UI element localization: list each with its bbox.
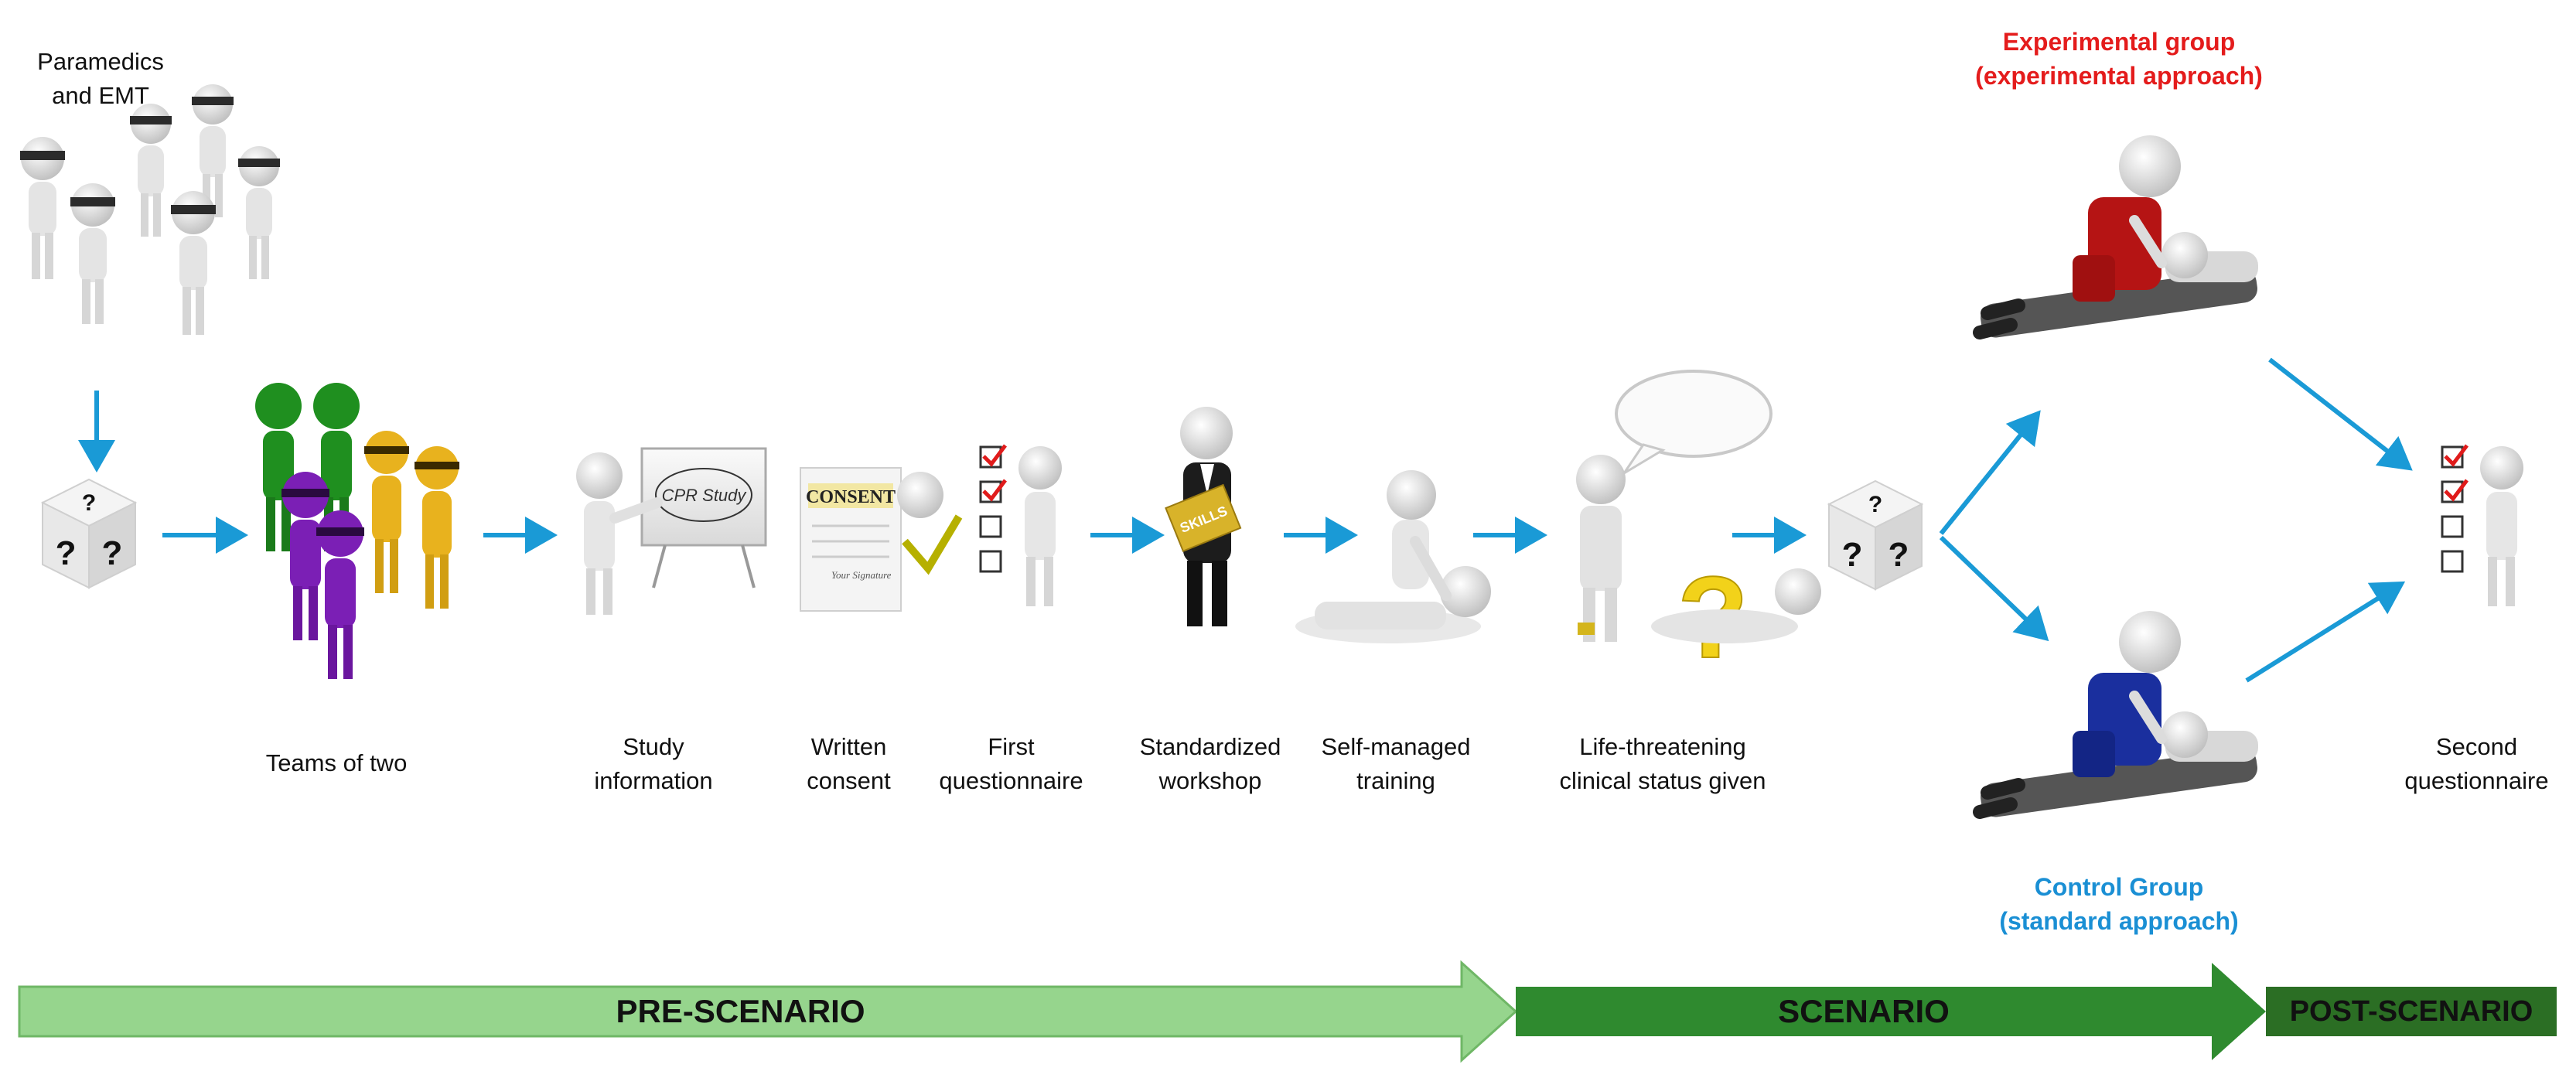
step-first-q-line1: First	[988, 733, 1035, 760]
step-workshop-line1: Standardized	[1139, 733, 1281, 760]
step-first-q-line2: questionnaire	[939, 767, 1083, 794]
step-label-study-info: Study information	[557, 730, 750, 798]
step-label-second-q: Second questionnaire	[2390, 730, 2564, 798]
signature-text: Your Signature	[831, 569, 892, 581]
flipchart-presenter-icon: CPR Study	[576, 447, 767, 615]
workshop-instructor-icon: SKILLS	[1165, 407, 1242, 626]
paramedics-crowd-icon	[20, 84, 280, 335]
paramedics-label: Paramedics and EMT	[15, 45, 186, 113]
step-consent-line2: consent	[807, 767, 891, 794]
step-label-clinical: Life-threatening clinical status given	[1543, 730, 1783, 798]
experimental-label-line1: Experimental group	[2002, 28, 2236, 56]
flow-arrows	[162, 357, 2413, 683]
step-label-workshop: Standardized workshop	[1114, 730, 1307, 798]
step-consent-line1: Written	[810, 733, 887, 760]
control-group-label: Control Group (standard approach)	[1933, 870, 2305, 938]
consent-document-icon: CONSENT Your Signature	[800, 467, 963, 612]
step-workshop-line2: workshop	[1158, 767, 1262, 794]
consent-text: CONSENT	[806, 487, 896, 507]
svg-text:?: ?	[1868, 492, 1882, 517]
paramedics-label-line1: Paramedics	[37, 48, 164, 75]
phase-timeline	[18, 960, 2557, 1063]
second-questionnaire-icon	[2441, 444, 2523, 606]
step-label-consent: Written consent	[773, 730, 924, 798]
control-cpr-icon	[1973, 611, 2258, 819]
step-label-training: Self-managed training	[1299, 730, 1493, 798]
step-training-line2: training	[1356, 767, 1435, 794]
step-study-info-line2: information	[594, 767, 713, 794]
step-teams-line1: Teams of two	[265, 749, 408, 776]
random-dice-icon-2: ? ? ?	[1827, 479, 1924, 591]
control-label-line2: (standard approach)	[1999, 907, 2239, 935]
svg-text:?: ?	[1888, 536, 1909, 574]
phase-label-pre: PRE-SCENARIO	[616, 993, 865, 1029]
step-study-info-line1: Study	[623, 733, 684, 760]
speech-bubble-icon	[1615, 370, 1772, 458]
step-clinical-line2: clinical status given	[1559, 767, 1766, 794]
step-training-line1: Self-managed	[1321, 733, 1471, 760]
flipchart-text: CPR Study	[662, 486, 748, 505]
control-label-line1: Control Group	[2034, 873, 2204, 901]
experimental-group-label: Experimental group (experimental approac…	[1933, 25, 2305, 93]
svg-text:?: ?	[102, 534, 123, 572]
scenario-arrow	[1516, 963, 2266, 1060]
step-label-teams: Teams of two	[228, 746, 445, 780]
phase-label-scenario: SCENARIO	[1778, 993, 1950, 1029]
teams-of-two-icon	[255, 383, 459, 679]
svg-text:?: ?	[1842, 536, 1863, 574]
step-second-q-line2: questionnaire	[2404, 767, 2549, 794]
random-dice-icon: ? ? ?	[40, 478, 138, 589]
phase-label-post: POST-SCENARIO	[2289, 995, 2533, 1028]
svg-text:?: ?	[56, 534, 77, 572]
paramedics-label-line2: and EMT	[52, 82, 149, 109]
post-scenario-bar	[2266, 987, 2557, 1036]
step-clinical-line1: Life-threatening	[1579, 733, 1746, 760]
svg-text:?: ?	[82, 490, 96, 516]
cpr-training-icon	[1295, 470, 1491, 643]
clinical-status-icon: ?	[1576, 370, 1821, 683]
experimental-label-line2: (experimental approach)	[1975, 62, 2263, 90]
pre-scenario-arrow	[18, 960, 1518, 1063]
first-questionnaire-icon	[979, 444, 1062, 606]
step-label-first-q: First questionnaire	[924, 730, 1098, 798]
step-second-q-line1: Second	[2435, 733, 2518, 760]
experimental-cpr-icon	[1973, 135, 2258, 339]
